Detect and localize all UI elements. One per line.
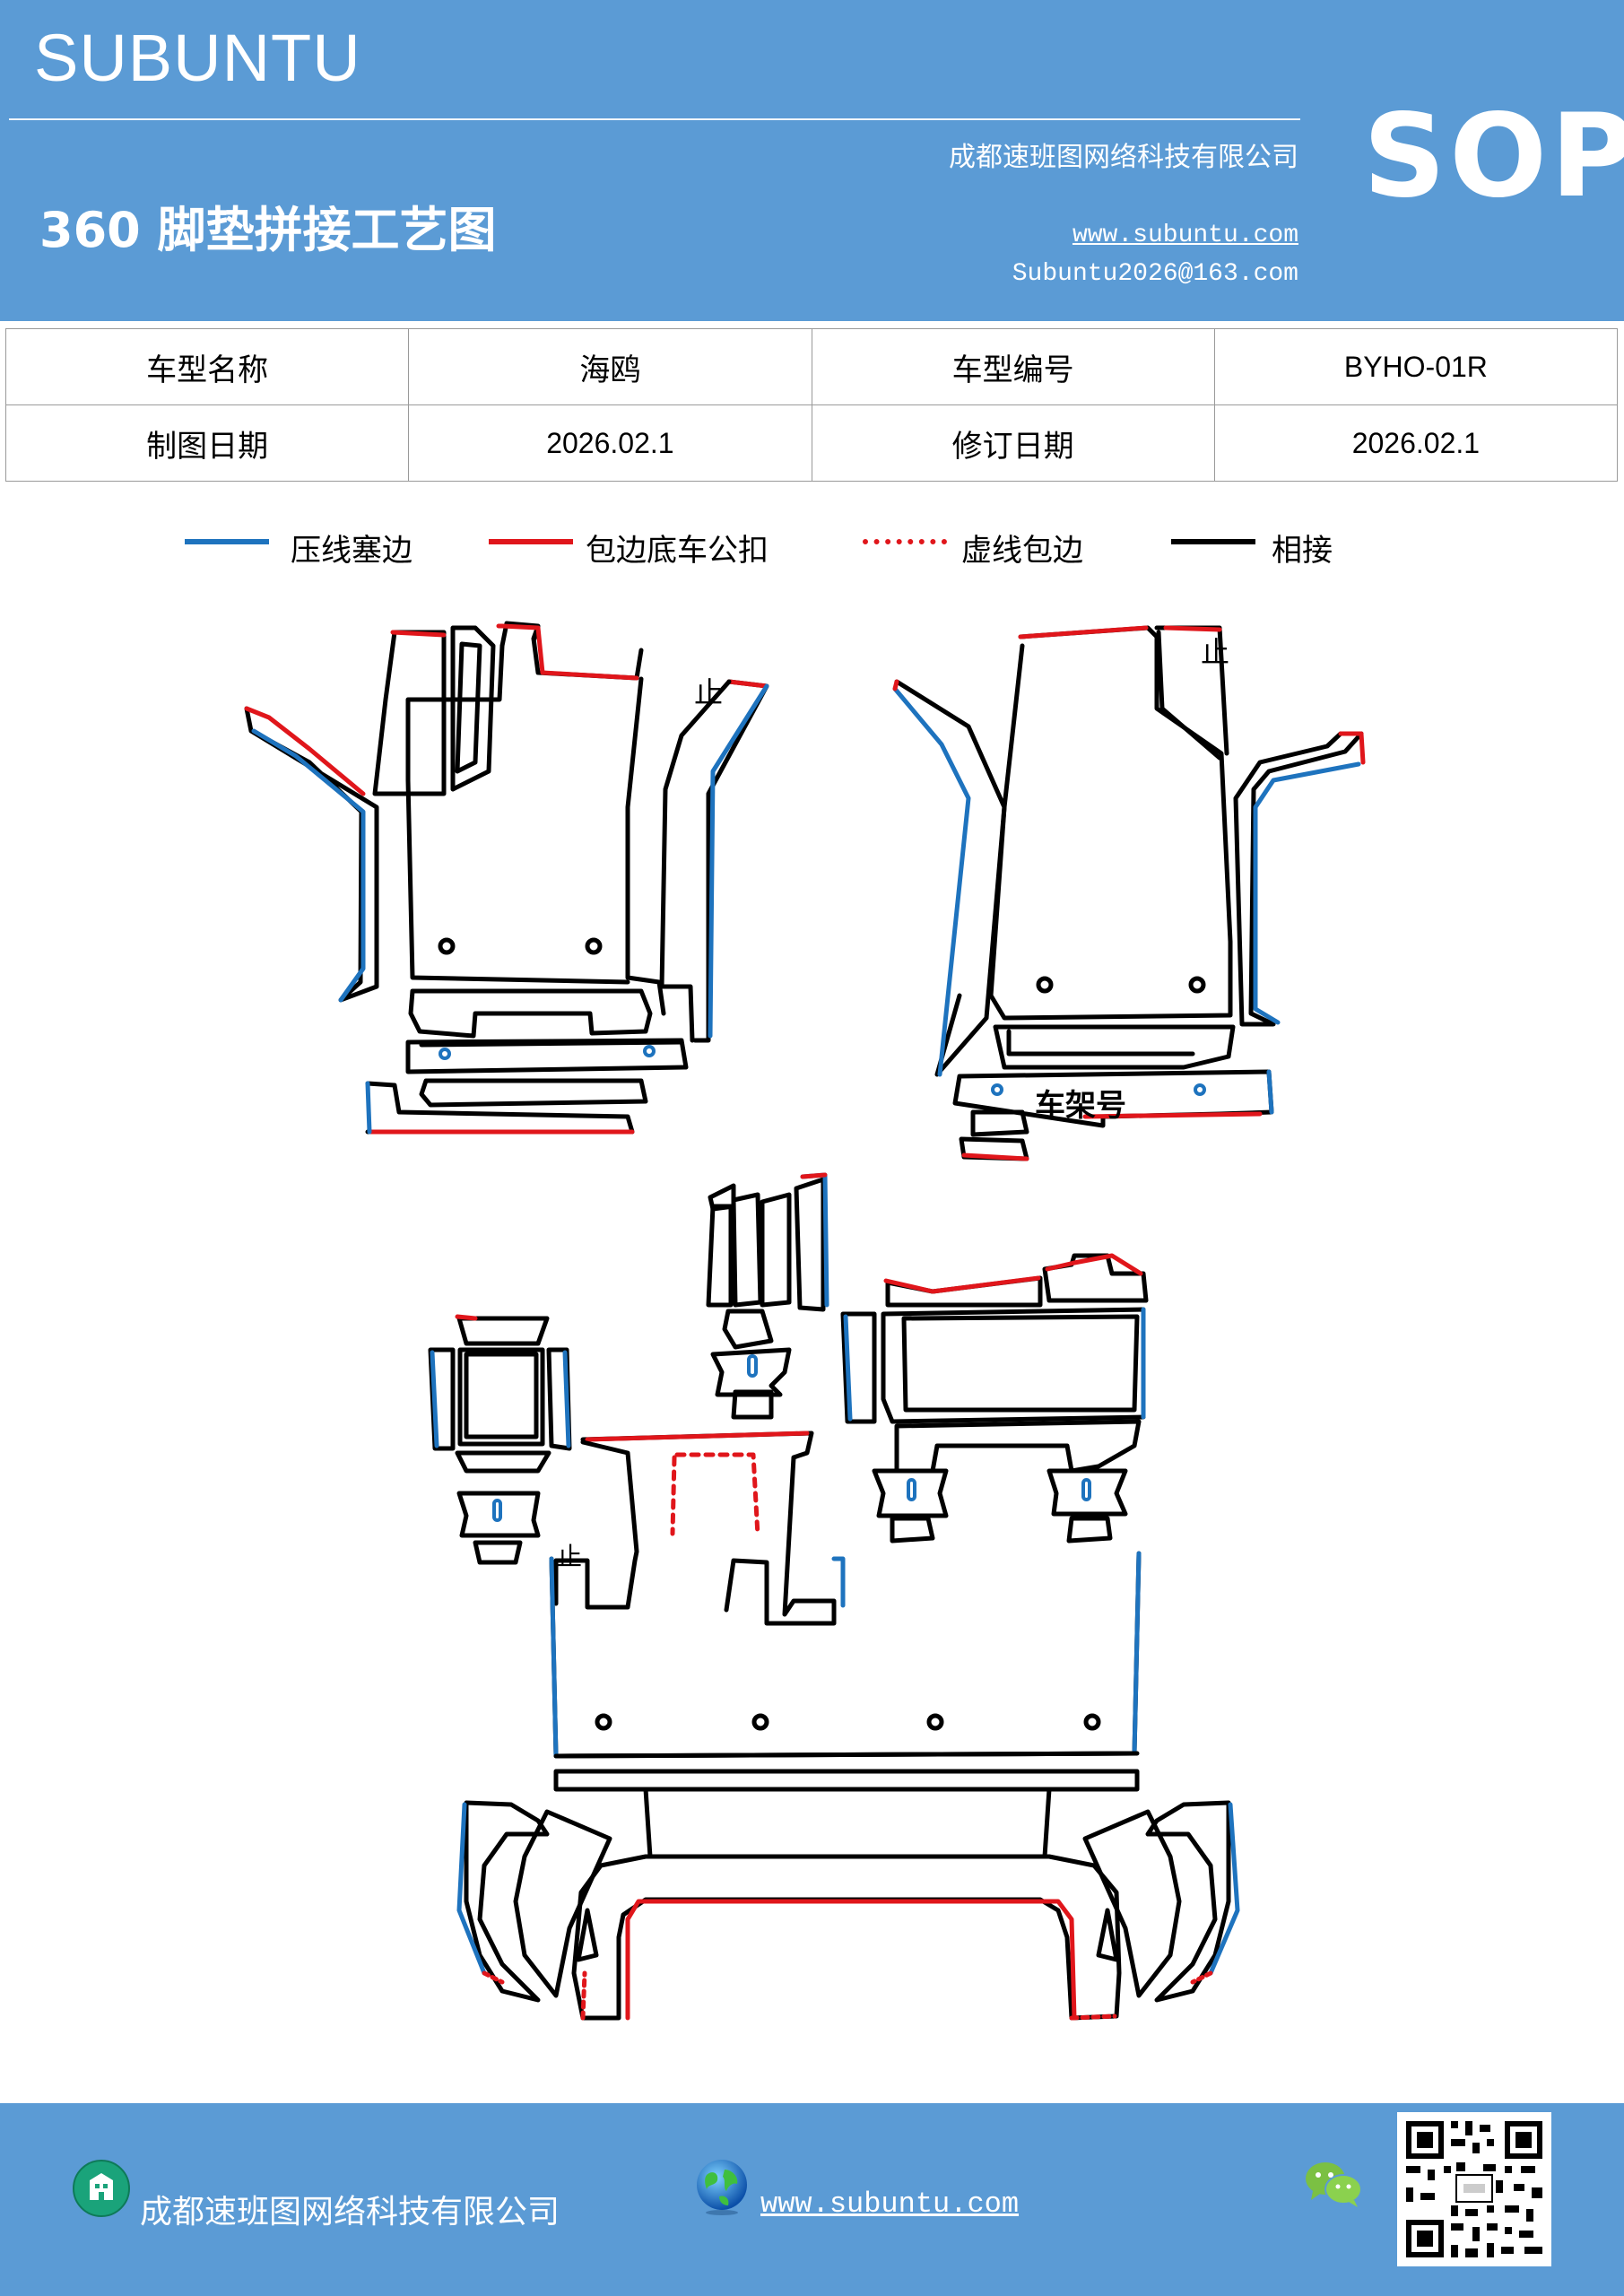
legend-swatch — [863, 539, 947, 544]
stop-mark: 止 — [557, 1542, 582, 1571]
vehicle-info-table: 车型名称 海鸥 车型编号 BYHO-01R 制图日期 2026.02.1 修订日… — [4, 328, 1619, 482]
footer-website-link[interactable]: www.subuntu.com — [760, 2187, 1020, 2221]
header-company: 成都速班图网络科技有限公司 — [949, 142, 1298, 173]
legend-label: 包边底车公扣 — [586, 533, 769, 569]
table-row: 车型名称 海鸥 车型编号 BYHO-01R — [4, 328, 1619, 405]
draw-date-value: 2026.02.1 — [408, 404, 812, 482]
header-website-link[interactable]: www.subuntu.com — [1072, 222, 1298, 249]
footer-banner: 成都速班图网络科技有限公司 www.subuntu.com — [0, 2103, 1624, 2296]
driver-mat: 止 — [244, 621, 769, 1135]
floor-mat-diagram: 止 止 — [244, 621, 1366, 2021]
legend-label: 压线塞边 — [291, 533, 413, 569]
header-banner: SUBUNTU 成都速班图网络科技有限公司 360 脚垫拼接工艺图 www.su… — [0, 0, 1624, 321]
draw-date-label: 制图日期 — [4, 404, 410, 482]
model-code-value: BYHO-01R — [1213, 328, 1619, 405]
model-code-label: 车型编号 — [811, 328, 1215, 405]
model-name-label: 车型名称 — [4, 328, 410, 405]
legend-swatch — [185, 539, 269, 544]
sop-badge: SOP — [1363, 90, 1624, 223]
legend: 压线塞边 包边底车公扣 虚线包边 相接 — [0, 520, 1624, 574]
globe-icon — [697, 2160, 747, 2215]
frame-number-label: 车架号 — [1035, 1088, 1126, 1124]
stop-mark: 止 — [1201, 635, 1229, 669]
header-divider — [9, 118, 1300, 120]
header-email[interactable]: Subuntu2026@163.com — [1012, 260, 1298, 288]
revise-date-value: 2026.02.1 — [1213, 404, 1619, 482]
passenger-mat: 止 车架号 — [892, 625, 1366, 1161]
wechat-icon — [1306, 2162, 1362, 2207]
building-icon — [73, 2160, 130, 2217]
legend-label: 相接 — [1272, 533, 1333, 569]
model-name-value: 海鸥 — [408, 328, 812, 405]
table-row: 制图日期 2026.02.1 修订日期 2026.02.1 — [4, 404, 1619, 482]
stop-mark: 止 — [694, 675, 723, 709]
brand-name: SUBUNTU — [34, 21, 361, 95]
legend-swatch — [1171, 539, 1255, 544]
footer-company: 成都速班图网络科技有限公司 — [140, 2194, 560, 2231]
revise-date-label: 修订日期 — [811, 404, 1215, 482]
rear-mat: 止 — [428, 1172, 1240, 2021]
page-title: 360 脚垫拼接工艺图 — [39, 202, 497, 258]
legend-swatch — [489, 539, 573, 544]
qr-code-icon[interactable] — [1397, 2112, 1551, 2266]
legend-label: 虚线包边 — [961, 533, 1083, 569]
